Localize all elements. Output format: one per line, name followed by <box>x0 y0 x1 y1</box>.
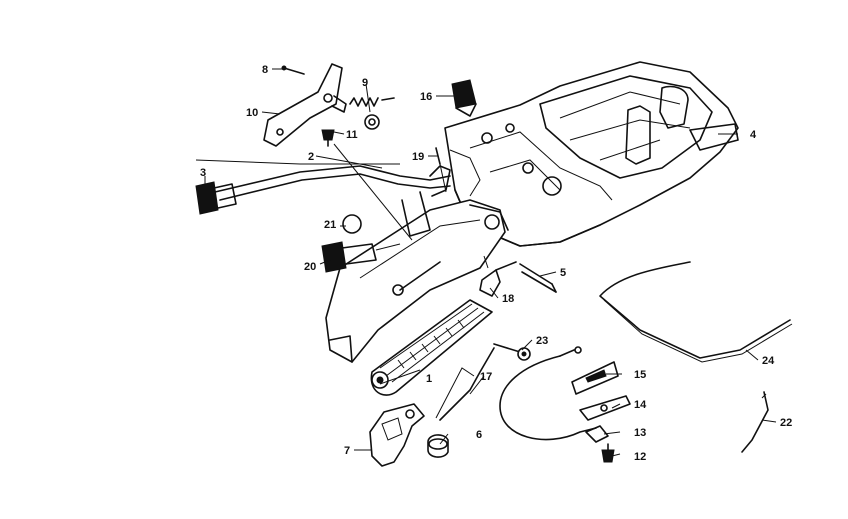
lever-grip <box>321 241 401 273</box>
cable <box>599 261 793 363</box>
rod <box>519 263 557 293</box>
callout-5: 5 <box>560 267 566 279</box>
throttle-cable <box>499 346 597 441</box>
latch <box>479 255 517 297</box>
callout-8: 8 <box>262 64 268 76</box>
nut <box>493 343 531 361</box>
screw <box>321 129 413 241</box>
callout-13: 13 <box>634 427 646 439</box>
ring <box>342 214 362 234</box>
callout-1: 1 <box>426 373 432 385</box>
clip <box>451 79 477 117</box>
callout-14: 14 <box>634 399 647 411</box>
spring <box>349 97 395 130</box>
callout-21: 21 <box>324 219 336 231</box>
callout-23: 23 <box>536 335 548 347</box>
leader-lines <box>204 68 777 457</box>
drive-belt <box>370 299 493 396</box>
control-lever <box>263 63 347 147</box>
handle-grip <box>195 181 237 215</box>
pawl-bracket <box>369 403 425 467</box>
callout-12: 12 <box>634 451 646 463</box>
bracket <box>579 395 631 421</box>
callout-20: 20 <box>304 261 316 273</box>
callout-15: 15 <box>634 369 646 381</box>
callout-11: 11 <box>346 129 358 141</box>
callout-10: 10 <box>246 107 258 119</box>
callout-19: 19 <box>412 151 424 163</box>
callouts: 1 2 3 4 5 6 7 8 9 10 11 12 13 14 15 16 1… <box>200 64 792 463</box>
callout-22: 22 <box>780 417 792 429</box>
callout-17: 17 <box>480 371 492 383</box>
washer <box>585 425 609 443</box>
handle-body <box>325 199 509 363</box>
callout-24: 24 <box>762 355 775 367</box>
callout-4: 4 <box>750 129 757 141</box>
handle-bar <box>195 159 451 237</box>
callout-6: 6 <box>476 429 482 441</box>
callout-9: 9 <box>362 77 368 89</box>
pin <box>281 65 305 75</box>
plate <box>571 361 619 395</box>
control-cable <box>439 347 495 421</box>
callout-2: 2 <box>308 151 314 163</box>
rod-pin <box>435 147 447 193</box>
callout-18: 18 <box>502 293 514 305</box>
bolt <box>601 443 615 463</box>
wire <box>741 391 769 453</box>
callout-7: 7 <box>344 445 350 457</box>
callout-16: 16 <box>420 91 432 103</box>
callout-3: 3 <box>200 167 206 179</box>
